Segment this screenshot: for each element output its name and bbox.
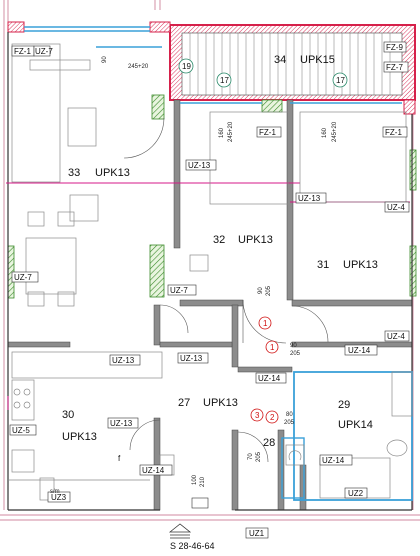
balcony-room-34 [169, 24, 416, 101]
bathroom-28-outline [281, 437, 305, 499]
room-30-number: 30 [62, 409, 74, 421]
tag-fz7: FZ-7 [386, 63, 403, 72]
wall-top-mid [149, 21, 171, 33]
dim-1-bottom: 245+20 [128, 64, 149, 70]
tag-uz13-b: UZ-13 [298, 194, 321, 203]
tag-fz1-mid: FZ-1 [259, 128, 276, 137]
tag-fz9: FZ-9 [386, 43, 403, 52]
marker-1-b: 1 [270, 343, 275, 352]
bathroom-outline [293, 371, 413, 501]
door-swings [123, 117, 329, 463]
dim-5-bottom: 205 [290, 351, 301, 357]
dim-4-bottom: 205 [266, 285, 272, 296]
stair-tag: S 28-46-64 [170, 541, 215, 551]
tag-uz14-c: UZ-14 [142, 466, 165, 475]
room-30-code: UPK13 [62, 431, 97, 443]
tag-uz4-b: UZ-4 [387, 332, 405, 341]
tag-uz7-mid: UZ-7 [170, 286, 188, 295]
room-33-code: UPK13 [95, 167, 130, 179]
dim-5-top: 90 [290, 343, 297, 349]
room-27-code: UPK13 [203, 397, 238, 409]
dim-6-top: 80 [286, 412, 293, 418]
dim-7-bottom: 205 [256, 451, 262, 462]
wall-top-left [7, 21, 25, 33]
stair-marker-box [191, 497, 209, 509]
tag-uz13-d: UZ-13 [180, 354, 203, 363]
room-34-number: 34 [274, 54, 286, 66]
tag-uz5: UZ-5 [12, 426, 30, 435]
dim-3-top: 160 [322, 127, 328, 138]
code-tags [9, 41, 410, 539]
dim-4-top: 90 [258, 287, 264, 294]
tag-fz1-right: FZ-1 [385, 128, 402, 137]
f-mark: f [118, 454, 121, 463]
dim-2-bottom: 245+20 [228, 121, 234, 142]
tag-uz13-c: UZ-13 [112, 356, 135, 365]
wall-right-top [403, 99, 416, 115]
dim-7-top: 70 [248, 453, 254, 460]
marker-3: 3 [255, 411, 260, 420]
room-31-number: 31 [317, 259, 329, 271]
dim-2-top: 160 [219, 127, 225, 138]
room-28-number: 28 [263, 437, 275, 449]
marker-circles [178, 58, 348, 424]
room-29-code: UPK14 [338, 419, 373, 431]
tag-uz1: UZ1 [249, 529, 265, 538]
stair-arrow-icon [168, 523, 192, 539]
outer-walls [7, 32, 413, 511]
green-columns [7, 94, 417, 299]
dim-8-top: 100 [192, 474, 198, 485]
dim-8-bottom: 210 [200, 476, 206, 487]
windows [24, 26, 402, 104]
room-34-code: UPK15 [300, 54, 335, 66]
tag-uz3: UZ3 [51, 493, 67, 502]
room-32-number: 32 [213, 234, 225, 246]
tag-uz4-a: UZ-4 [387, 203, 405, 212]
room-27-number: 27 [178, 397, 190, 409]
dim-3-bottom: 245+20 [332, 121, 338, 142]
marker-1-a: 1 [263, 319, 268, 328]
room-31-code: UPK13 [343, 259, 378, 271]
dim-1-top: 90 [102, 56, 108, 63]
room-29-number: 29 [338, 399, 350, 411]
room-32-code: UPK13 [238, 234, 273, 246]
tag-uz7-top: UZ-7 [35, 47, 53, 56]
tag-uz14-a: UZ-14 [348, 346, 371, 355]
tag-uz7-left: UZ-7 [14, 273, 32, 282]
tag-uz13-e: UZ-13 [110, 419, 133, 428]
dim-6-bottom: 205 [284, 420, 295, 426]
marker-17-b: 17 [336, 76, 345, 85]
tag-fz1-top: FZ-1 [14, 47, 31, 56]
tag-uz14-b: UZ-14 [258, 374, 281, 383]
sm-mark: s/m [50, 489, 60, 495]
section-lines [6, 182, 410, 410]
marker-17-a: 17 [220, 76, 229, 85]
marker-2: 2 [270, 413, 275, 422]
tag-uz13-a: UZ-13 [188, 161, 211, 170]
marker-19: 19 [182, 62, 191, 71]
tag-uz2: UZ2 [348, 489, 364, 498]
tag-uz14-d: UZ-14 [322, 456, 345, 465]
room-33-number: 33 [68, 167, 80, 179]
